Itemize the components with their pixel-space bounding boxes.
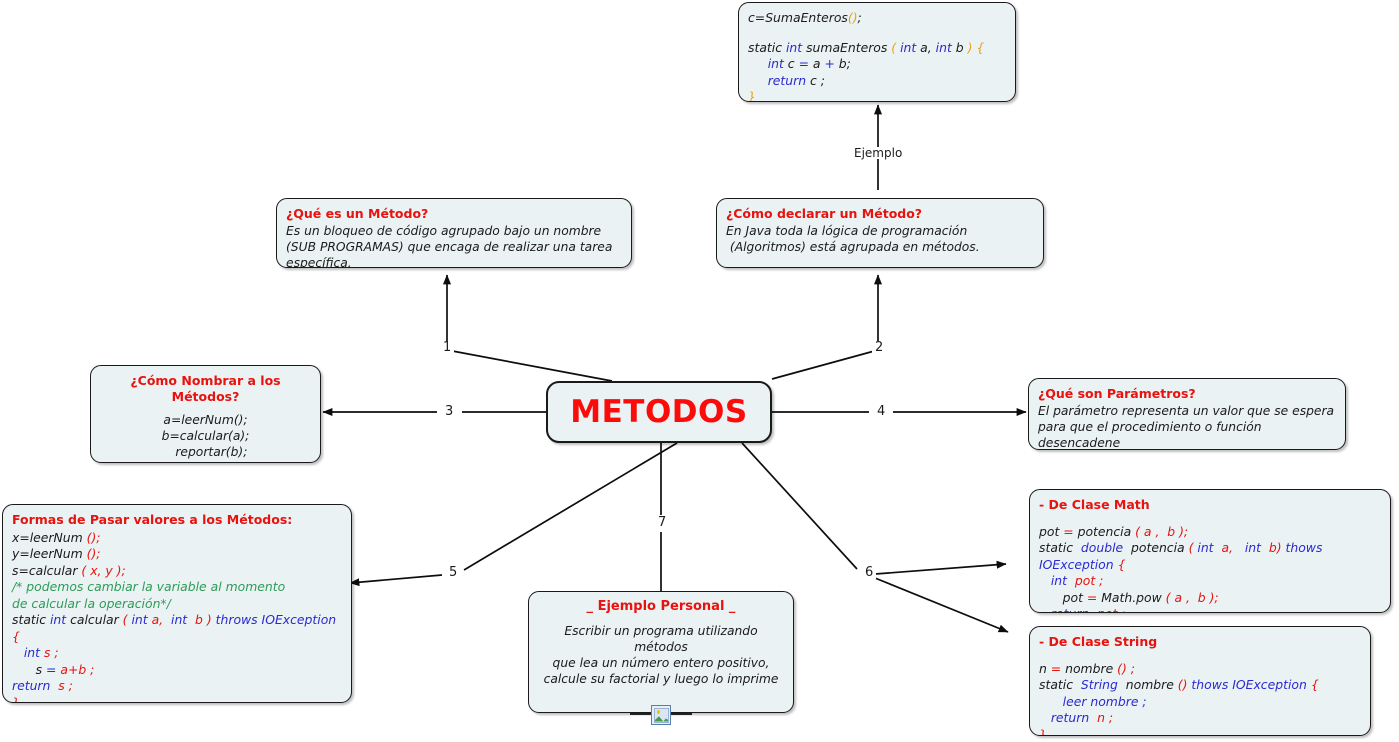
- edge-label-1: 1: [440, 341, 455, 354]
- node-body: - De Clase Math pot = potencia ( a , b )…: [1030, 490, 1390, 612]
- node-text: El parámetro representa un valor que se …: [1038, 403, 1335, 450]
- node-body: ¿Cómo declarar un Método? En Java toda l…: [717, 199, 1043, 263]
- picture-icon-inner: [653, 707, 669, 723]
- central-node-label: METODOS: [570, 394, 748, 430]
- edge-2-lower: [771, 349, 879, 380]
- node-como-nombrar-a-los-metodos[interactable]: ¿Cómo Nombrar a los Métodos? a=leerNum()…: [90, 365, 321, 463]
- code-line: static int calcular ( int a, int b ) thr…: [12, 612, 337, 644]
- code-line: c=SumaEnteros();: [748, 10, 862, 25]
- edge-label-6: 6: [862, 566, 877, 579]
- edge-label-7: 7: [655, 516, 670, 529]
- code-blank-line: [1039, 652, 1361, 661]
- node-ejemplo-personal[interactable]: _ Ejemplo Personal _ Escribir un program…: [528, 591, 794, 713]
- code-line: static double potencia ( int a, int b) t…: [1039, 540, 1327, 572]
- node-title: ¿Qué son Parámetros?: [1038, 386, 1196, 401]
- code-comment: /* podemos cambiar la variable al moment…: [12, 579, 286, 595]
- node-title: _ Ejemplo Personal _: [586, 599, 736, 614]
- node-body: _ Ejemplo Personal _ Escribir un program…: [529, 592, 793, 695]
- node-text: Escribir un programa utilizando métodos …: [543, 624, 779, 687]
- code-line: int pot ;: [1050, 573, 1104, 589]
- edge-1-lower: [446, 349, 613, 382]
- code-line: }: [12, 694, 20, 703]
- node-title: ¿Qué es un Método?: [286, 206, 429, 221]
- code-line: int s ;: [23, 645, 59, 661]
- node-body: ¿Qué son Parámetros? El parámetro repres…: [1029, 379, 1345, 450]
- node-suma-enteros-code[interactable]: c=SumaEnteros(); static int sumaEnteros …: [738, 2, 1016, 102]
- code-line: s = a+b ;: [12, 661, 95, 677]
- node-body: c=SumaEnteros(); static int sumaEnteros …: [739, 3, 1015, 102]
- edge-5-upper: [463, 442, 678, 571]
- code-line: int c = a + b;: [767, 56, 851, 71]
- node-body: ¿Cómo Nombrar a los Métodos? a=leerNum()…: [91, 366, 320, 462]
- node-que-es-un-metodo[interactable]: ¿Qué es un Método? Es un bloqueo de códi…: [276, 198, 632, 268]
- node-body: Formas de Pasar valores a los Métodos: x…: [3, 505, 351, 703]
- code-line: }: [1039, 726, 1047, 736]
- edge-label-2: 2: [872, 341, 887, 354]
- node-body: ¿Qué es un Método? Es un bloqueo de códi…: [277, 199, 631, 268]
- picture-icon[interactable]: [651, 705, 671, 725]
- node-title: ¿Cómo Nombrar a los Métodos?: [130, 373, 281, 404]
- node-body: - De Clase String n = nombre () ; static…: [1030, 627, 1370, 736]
- code-line: static String nombre () thows IOExceptio…: [1039, 677, 1319, 693]
- node-como-declarar-un-metodo[interactable]: ¿Cómo declarar un Método? En Java toda l…: [716, 198, 1044, 268]
- node-title: ¿Cómo declarar un Método?: [726, 206, 923, 221]
- code-line: static int sumaEnteros ( int a, int b ) …: [748, 39, 985, 55]
- node-formas-de-pasar-valores[interactable]: Formas de Pasar valores a los Métodos: x…: [2, 504, 352, 703]
- node-que-son-parametros[interactable]: ¿Qué son Parámetros? El parámetro repres…: [1028, 378, 1346, 450]
- edge-label-4: 4: [874, 405, 889, 418]
- edge-label-3: 3: [442, 405, 457, 418]
- code-line: leer nombre ;: [1062, 693, 1147, 709]
- code-line: return pot ;: [1039, 606, 1381, 612]
- node-title: - De Clase String: [1039, 634, 1158, 649]
- code-line: }: [748, 89, 756, 102]
- edge-label-5: 5: [446, 566, 461, 579]
- central-node-metodos[interactable]: METODOS: [546, 381, 772, 443]
- hill-shape: [654, 716, 668, 722]
- code-line: y=leerNum ();: [12, 546, 101, 562]
- edge-5-lower: [349, 574, 443, 587]
- edge-label-ejemplo: Ejemplo: [851, 147, 906, 159]
- code-line: return c ;: [767, 72, 825, 88]
- code-comment: de calcular la operación*/: [12, 595, 171, 611]
- node-de-clase-math[interactable]: - De Clase Math pot = potencia ( a , b )…: [1029, 489, 1391, 613]
- code-blank-line: [748, 27, 1006, 40]
- code-line: s=calcular ( x, y );: [12, 562, 126, 578]
- code-line: pot = Math.pow ( a , b );: [1039, 589, 1219, 605]
- node-text: a=leerNum(); b=calcular(a); reportar(b);: [161, 413, 250, 460]
- node-text: En Java toda la lógica de programación (…: [726, 223, 980, 254]
- node-title: - De Clase Math: [1039, 497, 1150, 512]
- node-title: Formas de Pasar valores a los Métodos:: [12, 512, 293, 527]
- code-line: pot = potencia ( a , b );: [1039, 523, 1189, 539]
- edge-6-string: [874, 577, 1009, 633]
- node-de-clase-string[interactable]: - De Clase String n = nombre () ; static…: [1029, 626, 1371, 736]
- code-line: return s ;: [12, 678, 73, 694]
- code-line: n = nombre () ;: [1039, 660, 1135, 676]
- edge-6-upper: [741, 442, 858, 570]
- code-line: x=leerNum ();: [12, 529, 101, 545]
- edge-6-math: [874, 560, 1007, 575]
- sun-shape: [656, 710, 660, 714]
- code-blank-line: [1039, 515, 1381, 524]
- code-line: return n ;: [1050, 710, 1114, 726]
- node-text: Es un bloqueo de código agrupado bajo un…: [286, 223, 613, 268]
